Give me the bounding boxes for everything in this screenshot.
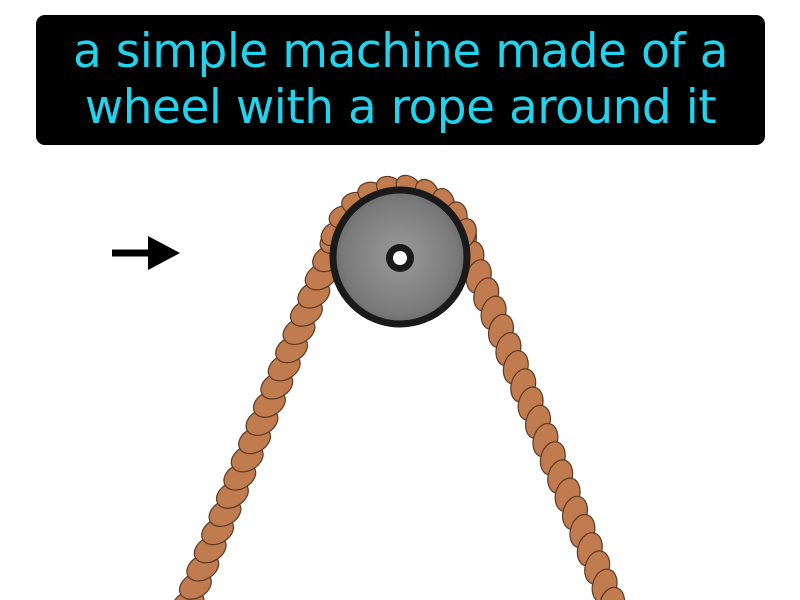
definition-line-1: a simple machine made of a xyxy=(72,24,729,79)
axle-hole xyxy=(393,251,407,265)
pulley-wheel xyxy=(329,186,471,328)
definition-caption: a simple machine made of a wheel with a … xyxy=(36,15,765,145)
rope-left-strand xyxy=(171,225,353,600)
rope-segment xyxy=(598,586,626,600)
definition-line-2: wheel with a rope around it xyxy=(84,80,717,135)
rope-right-strand xyxy=(450,222,626,600)
right-arrow-icon xyxy=(112,236,180,270)
